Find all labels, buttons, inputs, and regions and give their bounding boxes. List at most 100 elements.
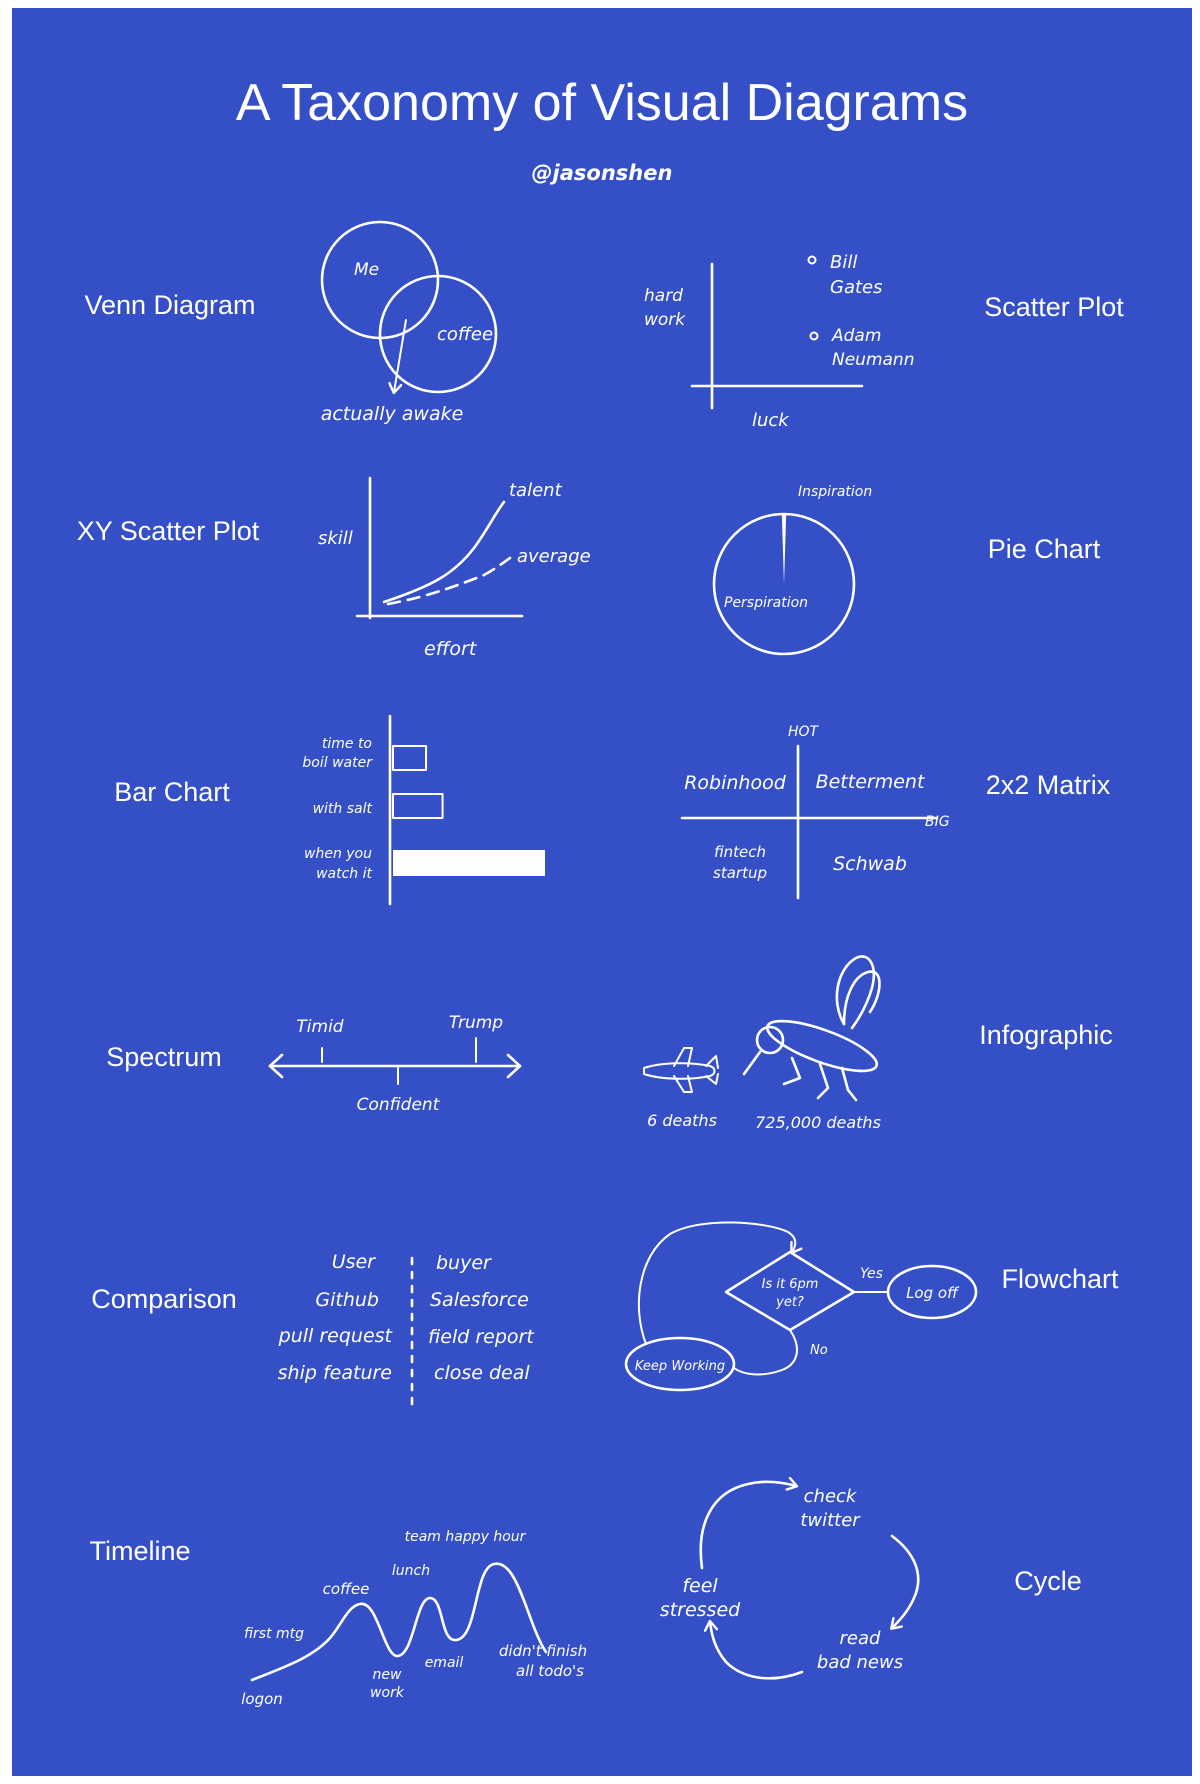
pie-slice-inspiration [781,513,787,584]
matrix-top-left: Robinhood [684,772,786,794]
bar-2-label: with salt [313,801,373,817]
cycle-step-1-line-1: check [804,1486,858,1507]
bar-1-label-line-1: time to [322,736,372,752]
poster-background: A Taxonomy of Visual Diagrams @jasonshen… [12,8,1192,1776]
xy-x-label: effort [424,638,478,660]
airplane-icon [643,1047,719,1093]
flowchart-end-node-label: Log off [906,1284,960,1302]
matrix-top-right: Betterment [816,771,926,793]
infographic-right-caption: 725,000 deaths [755,1113,881,1132]
infographic-label: Infographic [979,1020,1113,1050]
spectrum-mark-timid: Timid [296,1017,343,1037]
xy-scatter-plot-label: XY Scatter Plot [77,516,260,546]
cycle-step-3-line-2: stressed [660,1599,741,1621]
cycle-arrow-stressed-to-twitter [699,1482,796,1570]
comparison-left-3: pull request [278,1325,394,1347]
matrix-bottom-left-line-1: fintech [714,843,766,861]
xy-average-curve [386,556,512,606]
bar-chart: Bar Chart time to boil water with salt w… [114,714,545,906]
cycle-label: Cycle [1014,1566,1082,1596]
bar-3 [393,850,545,876]
pie-chart-label: Pie Chart [988,534,1101,564]
comparison: Comparison User Github pull request ship… [91,1251,535,1410]
cycle-arrow-news-to-stressed [710,1622,804,1680]
bar-chart-label: Bar Chart [114,777,230,807]
two-by-two-matrix: 2x2 Matrix HOT BIG Robinhood Betterment … [680,724,1111,900]
timeline: Timeline logon first mtg coffee new work… [89,1529,587,1708]
spectrum-mark-trump: Trump [449,1013,503,1033]
venn-label-me: Me [354,260,379,280]
bar-2 [392,793,444,819]
scatter-point-1-label-line-2: Gates [830,277,883,298]
author-handle: @jasonshen [532,161,673,185]
cycle-step-2-line-1: read [840,1628,882,1649]
spectrum-right-arrow [506,1053,522,1079]
flowchart-decision-line-1: Is it 6pm [762,1277,819,1292]
flowchart-loop-node [624,1336,736,1392]
xy-y-label: skill [318,528,353,549]
matrix-bottom-left-line-2: startup [713,864,767,882]
scatter-point-1-label-line-1: Bill [830,252,857,273]
cycle-step-2-line-2: bad news [817,1652,903,1673]
scatter-point-adam-neumann [809,331,819,341]
spectrum-mark-confident: Confident [357,1095,441,1115]
pie-label-perspiration: Perspiration [724,595,808,611]
timeline-event-first-mtg: first mtg [244,1626,304,1642]
venn-diagram: Venn Diagram Me coffee actually awake [84,220,498,425]
infographic: Infographic 6 deaths 725,000 deaths [643,955,1113,1132]
bar-1 [392,745,428,771]
bar-3-label-line-1: when you [304,846,372,862]
venn-circle-coffee [378,274,498,394]
bar-3-label-line-2: watch it [316,866,372,882]
comparison-right-1: buyer [436,1252,492,1274]
xy-series-talent-label: talent [509,480,563,501]
scatter-y-label-line-2: work [644,310,686,330]
cycle-step-3-line-1: feel [682,1575,718,1597]
venn-diagram-label: Venn Diagram [84,290,255,320]
timeline-event-coffee: coffee [323,1580,370,1598]
flowchart-no-edge [733,1329,798,1376]
scatter-plot-label: Scatter Plot [984,292,1124,322]
timeline-label: Timeline [89,1536,190,1566]
comparison-label: Comparison [91,1284,237,1314]
timeline-event-new-work-line-2: work [370,1685,405,1701]
timeline-event-unfinished-line-2: all todo's [516,1662,584,1680]
xy-talent-curve [382,500,506,604]
pie-label-inspiration: Inspiration [798,484,872,500]
infographic-left-caption: 6 deaths [647,1111,717,1130]
scatter-y-label-line-1: hard [644,286,683,306]
scatter-x-label: luck [752,410,790,431]
matrix-bottom-right: Schwab [833,853,907,875]
comparison-right-2: Salesforce [430,1289,529,1311]
matrix-x-axis-label: BIG [925,814,950,830]
comparison-left-2: Github [315,1289,379,1311]
timeline-event-email: email [425,1655,464,1671]
cycle-arrow-twitter-to-news [892,1534,920,1628]
timeline-event-lunch: lunch [392,1563,430,1579]
diagram-canvas: A Taxonomy of Visual Diagrams @jasonshen… [77,74,1125,1708]
pie-chart: Pie Chart Inspiration Perspiration [712,484,1101,656]
cycle-step-1-line-2: twitter [800,1510,861,1531]
xy-scatter-plot: XY Scatter Plot skill effort talent aver… [77,476,591,660]
matrix-label: 2x2 Matrix [986,770,1111,800]
timeline-event-happy-hour: team happy hour [405,1529,527,1545]
scatter-point-2-label-line-1: Adam [831,326,881,346]
flowchart-loop-edge [637,1221,795,1345]
comparison-right-4: close deal [434,1362,530,1384]
spectrum-left-arrow [268,1053,284,1079]
page-title: A Taxonomy of Visual Diagrams [236,74,968,132]
xy-series-average-label: average [517,546,591,567]
scatter-point-bill-gates [807,255,817,265]
cycle: Cycle check twitter read bad news feel s… [660,1482,1082,1680]
matrix-y-axis-label: HOT [788,724,820,740]
timeline-event-logon: logon [241,1690,283,1708]
flowchart: Flowchart Is it 6pm yet? Log off Yes Kee… [624,1221,1119,1392]
timeline-event-new-work-line-1: new [373,1667,402,1683]
venn-overlap-arrow [394,319,407,392]
flowchart-no-label: No [810,1343,828,1358]
flowchart-label: Flowchart [1001,1264,1119,1294]
mosquito-icon [742,955,881,1102]
flowchart-loop-node-label: Keep Working [635,1359,725,1374]
bar-1-label-line-2: boil water [302,755,373,771]
comparison-left-4: ship feature [278,1362,392,1384]
